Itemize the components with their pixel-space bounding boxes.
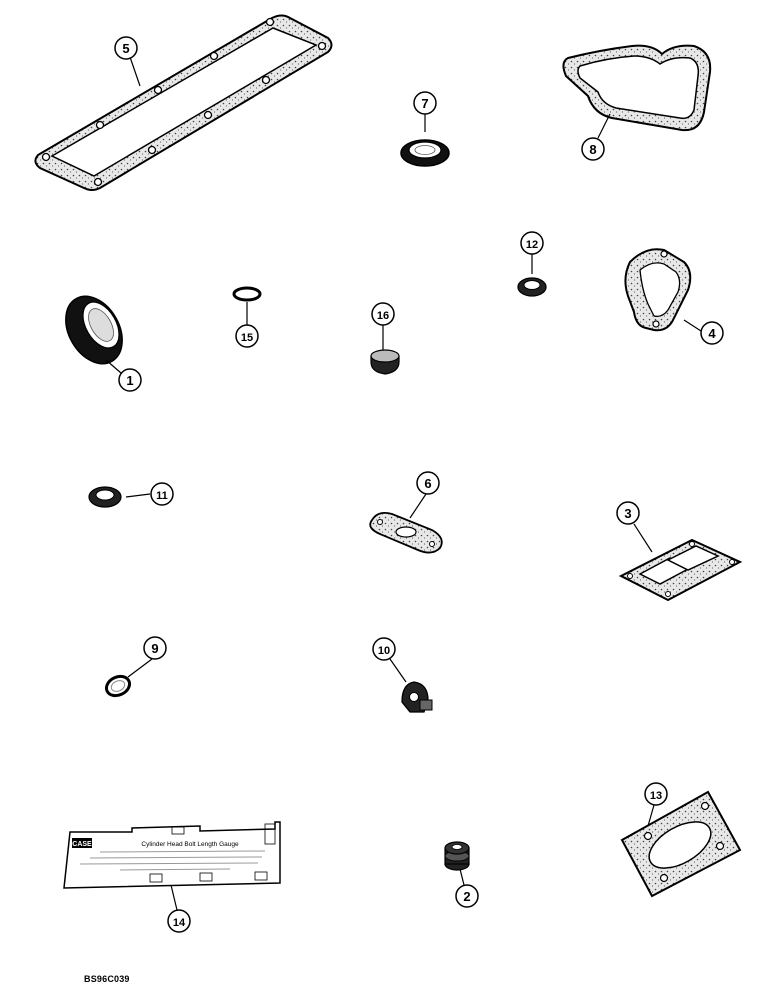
callout-16: 16 [371,302,395,326]
callout-11: 11 [150,482,174,506]
callout-leaders [105,56,702,911]
part-2-grommet [444,841,470,871]
callout-8: 8 [581,137,605,161]
part-13-flange-gasket [620,790,742,898]
callout-16-label: 16 [377,310,389,322]
part-7-seal-ring [400,139,450,167]
callout-2-label: 2 [463,889,470,904]
callout-12: 12 [520,231,544,255]
part-5-rocker-cover-gasket [34,14,333,191]
callout-7: 7 [413,91,437,115]
callout-7-label: 7 [421,96,428,111]
callout-1-label: 1 [126,373,133,388]
callout-6-label: 6 [424,476,431,491]
callout-10-label: 10 [378,645,390,657]
part-15-o-ring [232,286,262,302]
part-8-valve-cover-gasket [562,44,712,132]
gauge-logo-mark [72,838,92,848]
callout-10: 10 [372,637,396,661]
part-4-exhaust-gasket [624,248,692,332]
callout-13-label: 13 [650,790,662,802]
callout-15-label: 15 [241,332,253,344]
gauge-logo-text: CASE [72,841,92,848]
callout-2: 2 [455,884,479,908]
part-12-small-seal [517,277,547,297]
callout-12-label: 12 [526,239,538,251]
part-6-small-gasket [369,511,443,554]
callout-11-label: 11 [156,490,168,502]
callout-15: 15 [235,324,259,348]
callout-13: 13 [644,782,668,806]
part-14-bolt-length-gauge: CASE Cylinder Head Bolt Length Gauge [63,821,281,889]
callout-9: 9 [143,636,167,660]
reference-code: BS96C039 [84,974,130,984]
callout-9-label: 9 [151,641,158,656]
callout-4: 4 [700,321,724,345]
callout-4-label: 4 [708,326,716,341]
gauge-title: Cylinder Head Bolt Length Gauge [141,841,239,848]
callout-3-label: 3 [624,506,631,521]
callout-5: 5 [114,36,138,60]
callout-1: 1 [118,368,142,392]
callout-8-label: 8 [589,142,596,157]
part-1-large-seal [65,295,123,365]
part-3-double-port-gasket [618,538,743,602]
callout-5-label: 5 [122,41,129,56]
part-11-seal-washer [88,486,122,508]
callout-14-label: 14 [173,917,186,929]
callout-6: 6 [416,471,440,495]
part-9-o-ring [104,674,132,698]
part-10-clamp [401,681,433,713]
callout-14: 14 [167,909,191,933]
part-16-plug [370,349,400,375]
callout-3: 3 [616,501,640,525]
